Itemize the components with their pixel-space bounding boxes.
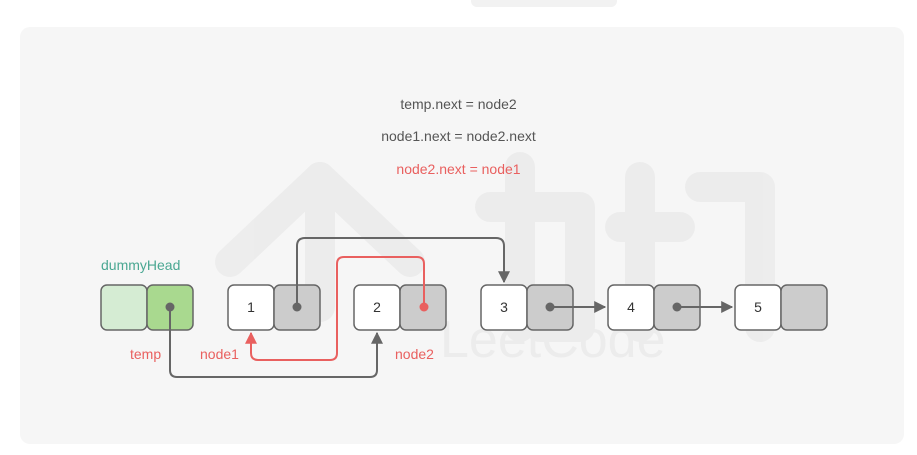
node2-label: node2 xyxy=(395,346,434,362)
node-value-4: 4 xyxy=(627,299,635,315)
list-node-2: 2 xyxy=(353,284,447,331)
node-value-3: 3 xyxy=(500,299,508,315)
temp-label: temp xyxy=(130,346,162,362)
dummy-head-node xyxy=(100,284,194,331)
node-value-2: 2 xyxy=(373,299,381,315)
top-tab xyxy=(471,0,617,7)
list-node-5: 5 xyxy=(734,284,828,331)
arrow-temp-to-node2 xyxy=(169,307,383,378)
code-line-node1-next: node1.next = node2.next xyxy=(381,128,536,144)
arrow-node1-to-node3 xyxy=(296,237,510,307)
code-line-node2-next: node2.next = node1 xyxy=(396,161,521,177)
list-node-1: 1 xyxy=(227,284,321,331)
dummy-head-label: dummyHead xyxy=(101,257,181,273)
code-line-temp-next: temp.next = node2 xyxy=(400,96,517,112)
node-value-1: 1 xyxy=(247,299,255,315)
node-value-5: 5 xyxy=(754,299,762,315)
node1-label: node1 xyxy=(200,346,239,362)
arrow-node2-to-node1 xyxy=(245,256,425,361)
